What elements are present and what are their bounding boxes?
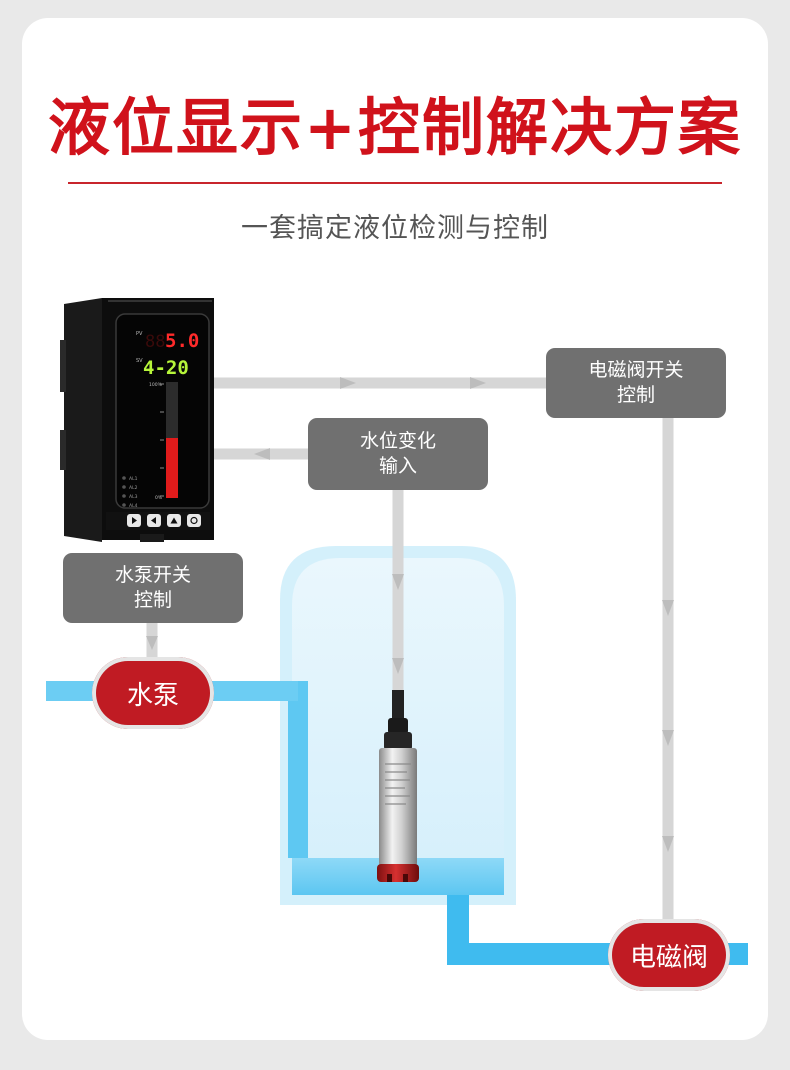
level-input-line-2: 输入 [378,455,417,477]
pv-ghost-digits: 88 [145,332,165,352]
set-button[interactable] [187,514,201,527]
pump-control-line-2: 控制 [133,589,172,611]
pump-badge: 水泵 [92,657,214,729]
alarm-label-2: AL2 [129,485,138,491]
alarm-label-3: AL3 [129,494,138,500]
alarm-label-4: AL4 [129,503,138,509]
pv-label: PV [136,331,143,337]
pv-value: 5.0 [165,330,199,352]
valve-badge: 电磁阀 [608,919,730,991]
level-input-label: 水位变化 输入 [308,418,488,490]
pump-control-label: 水泵开关 控制 [63,553,243,623]
control-buttons [127,514,201,527]
sv-label: SV [136,358,143,364]
page-subtitle: 一套搞定液位检测与控制 [241,213,549,244]
bar-bottom-label: 0% [155,495,163,501]
valve-control-label: 电磁阀开关 控制 [546,348,726,418]
alarm-label-1: AL1 [129,476,138,482]
signal-arrows [146,377,674,852]
page-title: 液位显示+控制解决方案 [48,91,742,164]
valve-control-line-2: 控制 [616,384,655,406]
alarm-leds [122,476,126,507]
level-bar-fill [166,438,178,498]
title-divider [68,182,722,184]
bar-top-label: 100% [149,382,163,388]
level-input-line-1: 水位变化 [359,430,436,452]
pump-control-line-1: 水泵开关 [114,564,191,586]
level-controller-device [60,298,214,542]
sv-value: 4-20 [143,357,189,379]
display-screen [115,313,210,509]
level-sensor-probe [377,690,419,882]
valve-control-line-1: 电磁阀开关 [588,359,684,381]
